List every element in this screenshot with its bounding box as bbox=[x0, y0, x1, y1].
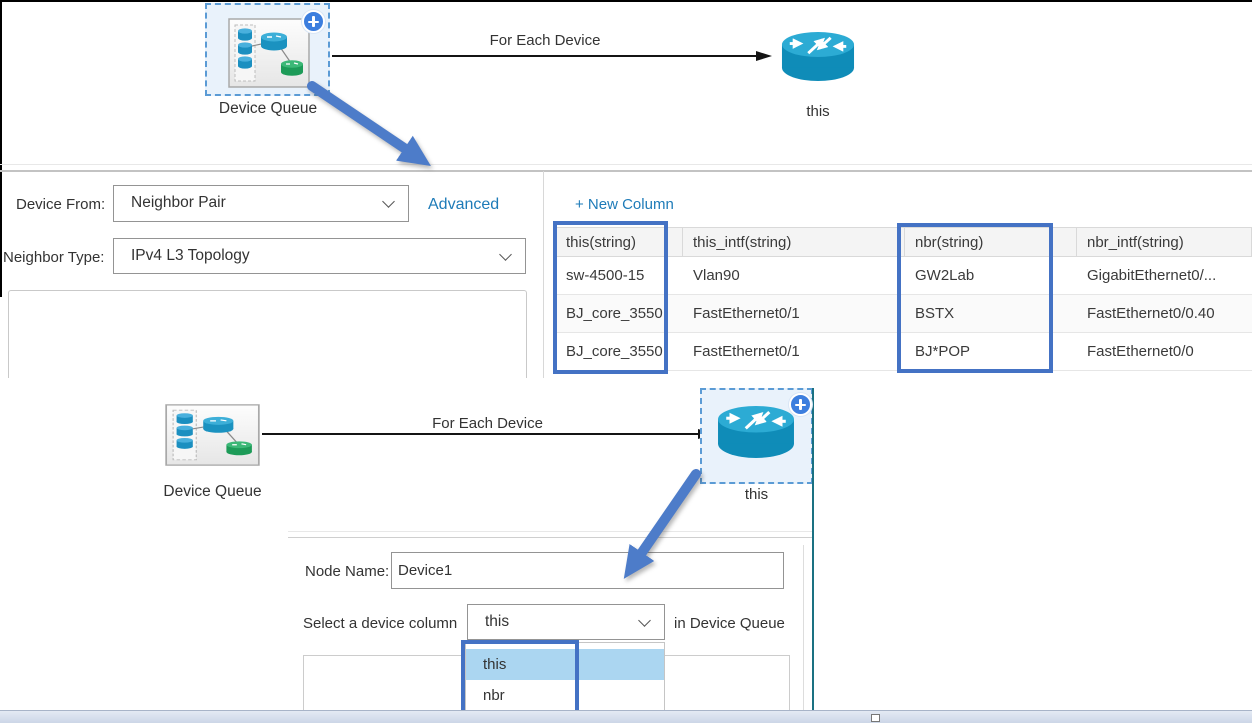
device-from-value: Neighbor Pair bbox=[131, 194, 226, 211]
router-node-label: this bbox=[744, 486, 769, 503]
horizontal-scrollbar[interactable] bbox=[0, 710, 1252, 723]
new-column-link[interactable]: + New Column bbox=[575, 196, 674, 213]
neighbor-type-select[interactable]: IPv4 L3 Topology bbox=[113, 238, 526, 274]
table-row[interactable]: BJ_core_3550 FastEthernet0/1 BSTX FastEt… bbox=[556, 295, 1252, 333]
column-header-this-intf[interactable]: this_intf(string) bbox=[683, 228, 905, 256]
cell-this: BJ_core_3550 bbox=[566, 305, 663, 322]
cell-nbr-intf: GigabitEthernet0/... bbox=[1087, 267, 1217, 284]
node-name-label: Node Name: bbox=[305, 563, 390, 580]
device-from-select[interactable]: Neighbor Pair bbox=[113, 185, 409, 222]
cell-nbr: BSTX bbox=[915, 305, 955, 322]
edge-label: For Each Device bbox=[489, 32, 601, 49]
device-queue-icon[interactable] bbox=[165, 404, 260, 466]
frame-border-left bbox=[0, 0, 2, 297]
device-from-label: Device From: bbox=[16, 196, 106, 213]
flow-edge-arrowhead bbox=[756, 51, 772, 61]
cell-this: sw-4500-15 bbox=[566, 267, 645, 284]
annotation-arrow-to-properties bbox=[307, 81, 431, 167]
queue-node-label: Device Queue bbox=[218, 100, 318, 117]
advanced-link[interactable]: Advanced bbox=[428, 196, 500, 213]
add-node-plus-icon[interactable] bbox=[789, 393, 812, 416]
frame-border-top bbox=[0, 0, 1252, 2]
annotation-box-nbr-column bbox=[897, 223, 1053, 373]
queue-node-label: Device Queue bbox=[163, 483, 262, 500]
table-row[interactable]: sw-4500-15 Vlan90 GW2Lab GigabitEthernet… bbox=[556, 257, 1252, 295]
column-header-nbr[interactable]: nbr(string) bbox=[905, 228, 1077, 256]
add-node-plus-icon[interactable] bbox=[302, 10, 325, 33]
column-header-nbr-intf[interactable]: nbr_intf(string) bbox=[1077, 228, 1252, 256]
chevron-down-icon bbox=[499, 248, 512, 261]
panel-divider-light bbox=[288, 531, 812, 532]
cell-nbr: BJ*POP bbox=[915, 343, 971, 360]
device-column-dropdown-list: this nbr bbox=[465, 642, 665, 712]
select-device-column-label: Select a device column bbox=[303, 615, 458, 632]
chevron-down-icon bbox=[638, 614, 651, 627]
device-queue-table: this(string) this_intf(string) nbr(strin… bbox=[556, 227, 1252, 371]
edge-label: For Each Device bbox=[432, 415, 543, 432]
section-divider-light bbox=[0, 164, 1252, 165]
cell-nbr-intf: FastEthernet0/0 bbox=[1087, 343, 1194, 360]
in-device-queue-label: in Device Queue bbox=[674, 615, 785, 632]
panel-edge-teal bbox=[812, 388, 814, 710]
properties-empty-box bbox=[8, 290, 527, 378]
device-column-value: this bbox=[485, 613, 510, 630]
cell-this-intf: FastEthernet0/1 bbox=[693, 343, 800, 360]
node-name-input[interactable] bbox=[391, 552, 784, 589]
cell-this-intf: FastEthernet0/1 bbox=[693, 305, 800, 322]
panel-inner-edge bbox=[803, 545, 804, 710]
neighbor-type-value: IPv4 L3 Topology bbox=[131, 247, 250, 264]
panel-vertical-divider bbox=[543, 171, 544, 378]
flow-edge[interactable] bbox=[262, 433, 702, 435]
table-header-row: this(string) this_intf(string) nbr(strin… bbox=[556, 227, 1252, 257]
chevron-down-icon bbox=[382, 195, 395, 208]
scrollbar-handle[interactable] bbox=[871, 714, 880, 722]
cell-nbr: GW2Lab bbox=[915, 267, 975, 284]
annotation-arrow-to-node-panel bbox=[623, 469, 701, 579]
column-header-this[interactable]: this(string) bbox=[556, 228, 683, 256]
cell-nbr-intf: FastEthernet0/0.40 bbox=[1087, 305, 1215, 322]
router-node-icon bbox=[717, 406, 795, 459]
annotation-box-dropdown-options bbox=[461, 640, 579, 715]
annotation-box-this-column bbox=[553, 221, 668, 374]
device-column-select[interactable]: this bbox=[467, 604, 665, 640]
dropdown-option-this[interactable]: this bbox=[466, 649, 664, 680]
neighbor-type-label: Neighbor Type: bbox=[3, 249, 105, 266]
router-node-label: this bbox=[806, 103, 830, 120]
dropdown-option-nbr[interactable]: nbr bbox=[483, 687, 505, 704]
panel-divider bbox=[288, 537, 812, 538]
section-divider bbox=[0, 170, 1252, 172]
flow-edge[interactable] bbox=[332, 55, 760, 57]
cell-this-intf: Vlan90 bbox=[693, 267, 740, 284]
router-node-icon[interactable] bbox=[781, 32, 855, 82]
cell-this: BJ_core_3550 bbox=[566, 343, 663, 360]
